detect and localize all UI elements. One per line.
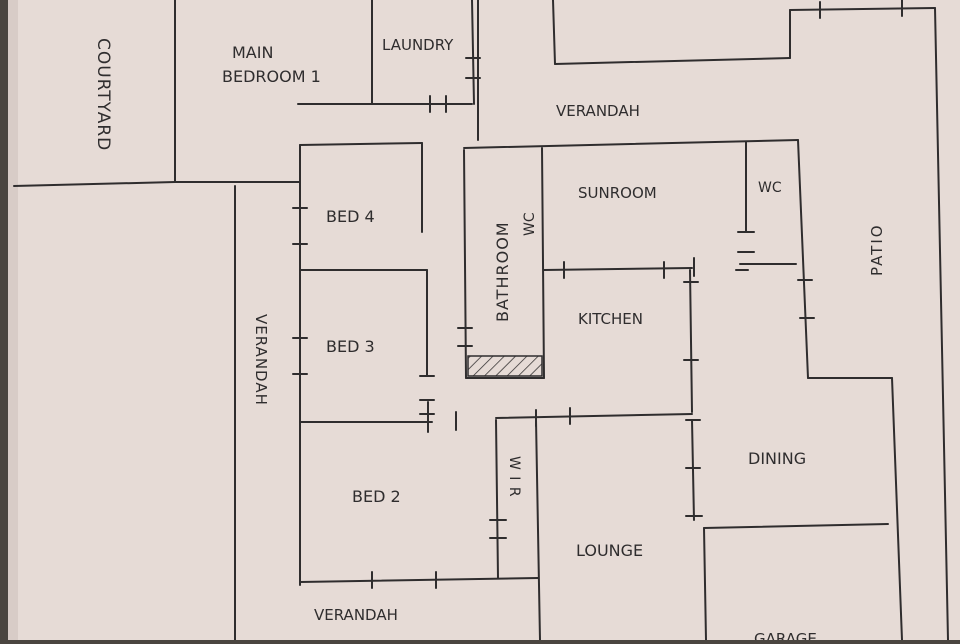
wall-top-structure-bottom <box>554 57 791 65</box>
label-lounge: LOUNGE <box>576 541 643 560</box>
label-laundry: LAUNDRY <box>382 36 454 54</box>
label-verandah-bottom: VERANDAH <box>314 606 398 624</box>
paper-sheet <box>8 0 960 640</box>
label-wc-bath: WC <box>522 212 538 236</box>
paper-shadow-left <box>8 0 18 640</box>
wall-far-right <box>934 7 949 641</box>
label-wir: W I R <box>506 456 522 498</box>
wall-east-upper <box>797 139 809 379</box>
wall-sunroom-kitchen <box>543 267 693 271</box>
room-labels: COURTYARD MAIN BEDROOM 1 LAUNDRY VERANDA… <box>93 36 886 644</box>
label-dining: DINING <box>748 449 806 468</box>
wall-dining-lounge <box>691 419 695 521</box>
label-courtyard: COURTYARD <box>93 38 113 151</box>
wall-wir-right <box>535 419 541 641</box>
label-wc-right: WC <box>758 180 782 196</box>
wall-top-structure-left <box>552 0 556 65</box>
wall-garage-left <box>703 527 707 641</box>
wall-kitchen-right <box>689 269 693 413</box>
label-kitchen: KITCHEN <box>578 310 643 328</box>
wall-wir-left <box>495 419 499 579</box>
label-sunroom: SUNROOM <box>578 184 657 202</box>
door-marks <box>292 0 903 589</box>
label-bed3: BED 3 <box>326 337 375 356</box>
label-garage: GARAGE <box>754 630 817 640</box>
wall-laundry-right <box>471 0 475 105</box>
walls <box>13 0 949 641</box>
wall-dining-right <box>891 377 903 641</box>
wall-bath-right <box>541 147 545 379</box>
label-main-bedroom-1: MAIN <box>232 43 273 62</box>
label-verandah-left: VERANDAH <box>252 314 270 406</box>
label-verandah-top: VERANDAH <box>556 102 640 120</box>
label-bed2: BED 2 <box>352 487 401 506</box>
label-bathroom: BATHROOM <box>493 221 512 322</box>
wall-courtyard-bottom <box>13 181 176 187</box>
wall-bath-top <box>463 139 799 149</box>
hatched-block <box>467 355 543 377</box>
wall-top-structure-top <box>789 7 936 11</box>
label-patio: PATIO <box>868 223 886 276</box>
label-bed4: BED 4 <box>326 207 375 226</box>
wall-garage-top <box>703 523 889 529</box>
wall-kitchen-bottom <box>495 413 693 419</box>
wall-bed4-top <box>299 142 423 146</box>
label-main-bedroom-2: BEDROOM 1 <box>222 67 321 86</box>
wall-bath-left <box>463 149 467 379</box>
